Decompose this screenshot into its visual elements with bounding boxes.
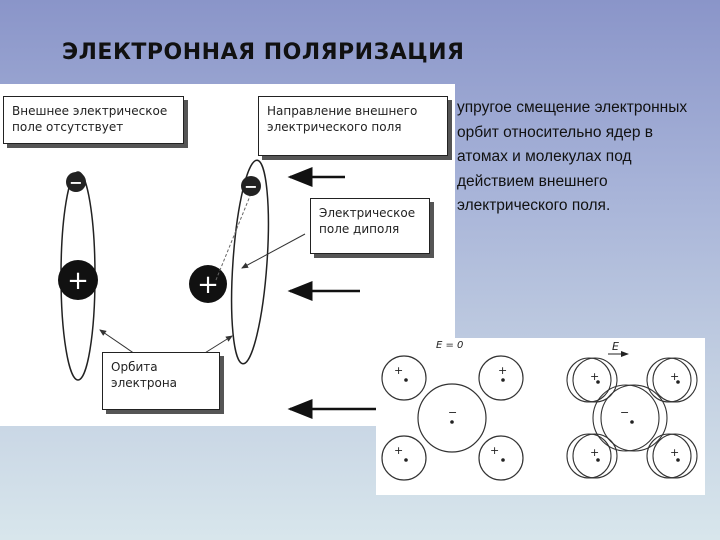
field-zero-label: E = 0 [436,340,463,351]
unpolarized-charges [404,378,505,462]
minus-pol-center: − [620,406,629,419]
plus-pol-bl: + [590,446,599,459]
field-label: E [612,340,619,353]
plus-br: + [490,444,499,457]
slide-title: ЭЛЕКТРОННАЯ ПОЛЯРИЗАЦИЯ [62,40,465,65]
nucleus-1-plus: + [67,266,89,296]
polarized-group [566,357,698,479]
nucleus-2 [189,265,227,303]
electronic-polarization-diagram: + − + − Внешнее электрическое поле отсут… [0,84,455,426]
unpolarized-group [381,355,524,481]
nucleus-1 [58,260,98,300]
orbit-pointer [99,329,139,357]
electron-2 [241,176,261,196]
dipole-field-label: Электрическое поле диполя [310,198,430,254]
nucleus-2-plus: + [197,270,219,300]
plus-tr: + [498,364,507,377]
dipole-pointer [241,233,306,269]
small-ion-tl [381,355,427,401]
electron-1-minus: − [69,173,82,192]
plus-bl: + [394,444,403,457]
small-ion-br [478,435,524,481]
no-field-label: Внешнее электрическое поле отсутствует [3,96,184,144]
small-ion-tr [478,355,524,401]
electron-orbit-2 [230,159,270,365]
plus-pol-tl: + [590,370,599,383]
small-ion-bl [381,435,427,481]
dipole-field-line [215,195,251,281]
plus-pol-br: + [670,446,679,459]
electron-1 [66,172,86,192]
crystal-polarization-diagram: E = 0 + + + + − E [376,338,705,495]
polarized-charges [596,380,680,462]
crystal-drawing: E = 0 + + + + − E [381,340,698,481]
plus-tl: + [394,364,403,377]
minus-center: − [448,406,457,419]
orbit-label: Орбита электрона [102,352,220,410]
electron-2-minus: − [244,177,257,196]
plus-pol-tr: + [670,370,679,383]
large-ion-center [417,383,487,453]
field-direction-label: Направление внешнего электрического поля [258,96,448,156]
polarization-drawing: + − + − [58,159,378,419]
polarization-description: упругое смещение электронных орбит относ… [457,99,688,214]
